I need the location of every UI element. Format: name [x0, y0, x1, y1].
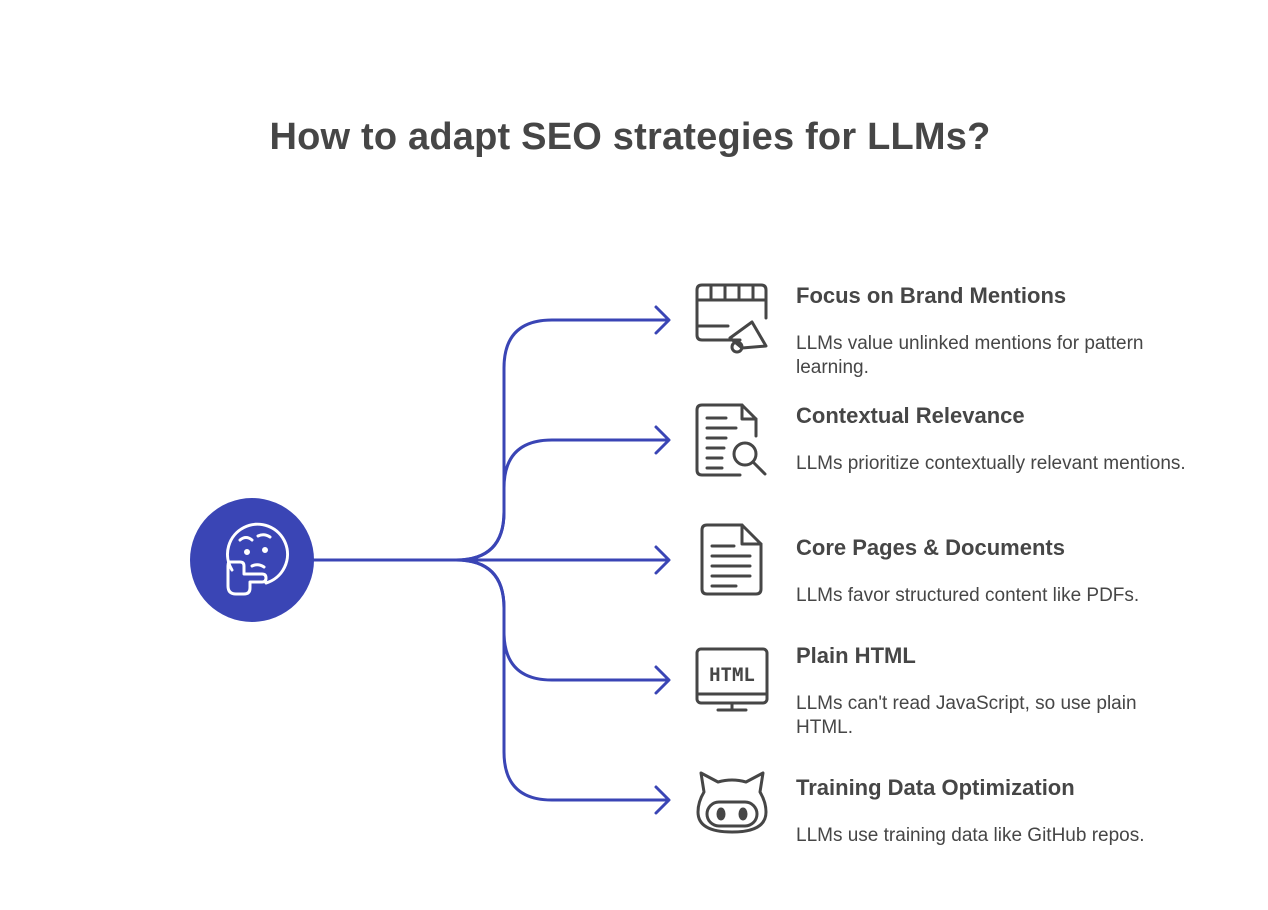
arrowhead-2 — [654, 425, 671, 455]
item-desc-training-data: LLMs use training data like GitHub repos… — [796, 825, 1145, 846]
item-title-contextual-relevance: Contextual Relevance — [796, 403, 1025, 428]
page-title: How to adapt SEO strategies for LLMs? — [269, 116, 991, 158]
arrowhead-3 — [654, 545, 671, 575]
arrowhead-1 — [654, 305, 671, 335]
html-icon-text: HTML — [709, 664, 755, 686]
item-title-core-pages: Core Pages & Documents — [796, 535, 1065, 560]
hub-node — [190, 498, 314, 622]
document-search-icon — [695, 403, 767, 477]
connector-lines — [310, 305, 671, 815]
item-title-training-data: Training Data Optimization — [796, 775, 1075, 800]
item-title-brand-mentions: Focus on Brand Mentions — [796, 283, 1067, 308]
arrowhead-4 — [654, 665, 671, 695]
thinking-face-icon — [226, 522, 289, 596]
item-desc-plain-html: LLMs can't read JavaScript, so use plain… — [796, 693, 1137, 738]
item-title-plain-html: Plain HTML — [796, 643, 916, 668]
item-desc-contextual-relevance: LLMs prioritize contextually relevant me… — [796, 453, 1186, 474]
branch-2 — [454, 438, 670, 562]
html-monitor-icon: HTML — [695, 647, 769, 712]
billboard-megaphone-icon — [695, 283, 768, 354]
github-octocat-icon — [696, 771, 768, 834]
arrowhead-5 — [654, 785, 671, 815]
branch-5 — [454, 558, 670, 802]
item-desc-brand-mentions: LLMs value unlinked mentions for pattern… — [796, 333, 1144, 378]
document-icon — [700, 523, 763, 596]
branch-4 — [454, 558, 670, 682]
item-desc-core-pages: LLMs favor structured content like PDFs. — [796, 585, 1140, 606]
